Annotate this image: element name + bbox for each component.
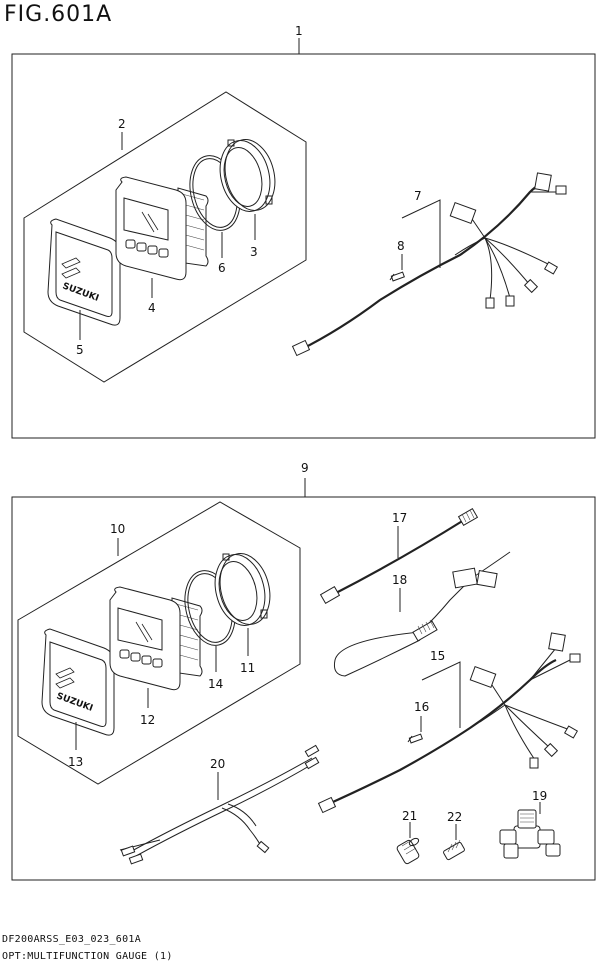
- screw-8[interactable]: [389, 271, 405, 282]
- callout-9[interactable]: 9: [301, 461, 309, 475]
- callout-7[interactable]: 7: [414, 189, 422, 203]
- gauge-12-buttons: [119, 649, 163, 668]
- wire-harness-7[interactable]: [291, 172, 567, 357]
- callout-16[interactable]: 16: [414, 700, 429, 714]
- kit-10-outline: [17, 501, 301, 785]
- assembly-1: 1 2 SUZUKI 5 4: [11, 24, 596, 439]
- callout-10[interactable]: 10: [110, 522, 125, 536]
- gauge-cover-5[interactable]: SUZUKI: [47, 218, 121, 326]
- power-cable-18[interactable]: [334, 551, 511, 677]
- gauge-4-buttons: [125, 239, 169, 258]
- terminator-21[interactable]: [396, 837, 420, 865]
- callout-11[interactable]: 11: [240, 661, 255, 675]
- callout-22[interactable]: 22: [447, 810, 462, 824]
- wire-harness-20[interactable]: [119, 744, 320, 865]
- terminator-22[interactable]: [443, 839, 465, 861]
- wire-harness-15[interactable]: [317, 632, 581, 814]
- callout-6[interactable]: 6: [218, 261, 226, 275]
- callout-21[interactable]: 21: [402, 809, 417, 823]
- figure-caption: OPT:MULTIFUNCTION GAUGE (1): [2, 951, 173, 962]
- callout-20[interactable]: 20: [210, 757, 225, 771]
- callout-18[interactable]: 18: [392, 573, 407, 587]
- callout-3[interactable]: 3: [250, 245, 258, 259]
- assembly-9-frame: [11, 496, 596, 881]
- callout-4[interactable]: 4: [148, 301, 156, 315]
- assembly-1-frame: [11, 53, 596, 439]
- nut-ring-11[interactable]: [208, 548, 277, 630]
- callout-5[interactable]: 5: [76, 343, 84, 357]
- nut-ring-3[interactable]: [213, 134, 282, 216]
- gauge-4[interactable]: [115, 176, 209, 281]
- callout-13[interactable]: 13: [68, 755, 83, 769]
- callout-12[interactable]: 12: [140, 713, 155, 727]
- gauge-12[interactable]: [109, 586, 203, 691]
- callout-1[interactable]: 1: [295, 24, 303, 38]
- callout-17[interactable]: 17: [392, 511, 407, 525]
- drawing-code: DF200ARSS_E03_023_601A: [2, 934, 142, 945]
- network-cable-17[interactable]: [319, 507, 479, 605]
- t-connector-19[interactable]: [499, 809, 561, 859]
- screw-16[interactable]: [407, 733, 423, 744]
- kit-2-outline: [23, 91, 307, 383]
- assembly-9: 9 10 SUZUKI 13 12: [11, 461, 596, 881]
- callout-15[interactable]: 15: [430, 649, 445, 663]
- callout-14[interactable]: 14: [208, 677, 223, 691]
- callout-19[interactable]: 19: [532, 789, 547, 803]
- gauge-cover-13[interactable]: SUZUKI: [41, 628, 115, 736]
- figure-title: FIG.601A: [4, 2, 113, 27]
- callout-2[interactable]: 2: [118, 117, 126, 131]
- callout-8[interactable]: 8: [397, 239, 405, 253]
